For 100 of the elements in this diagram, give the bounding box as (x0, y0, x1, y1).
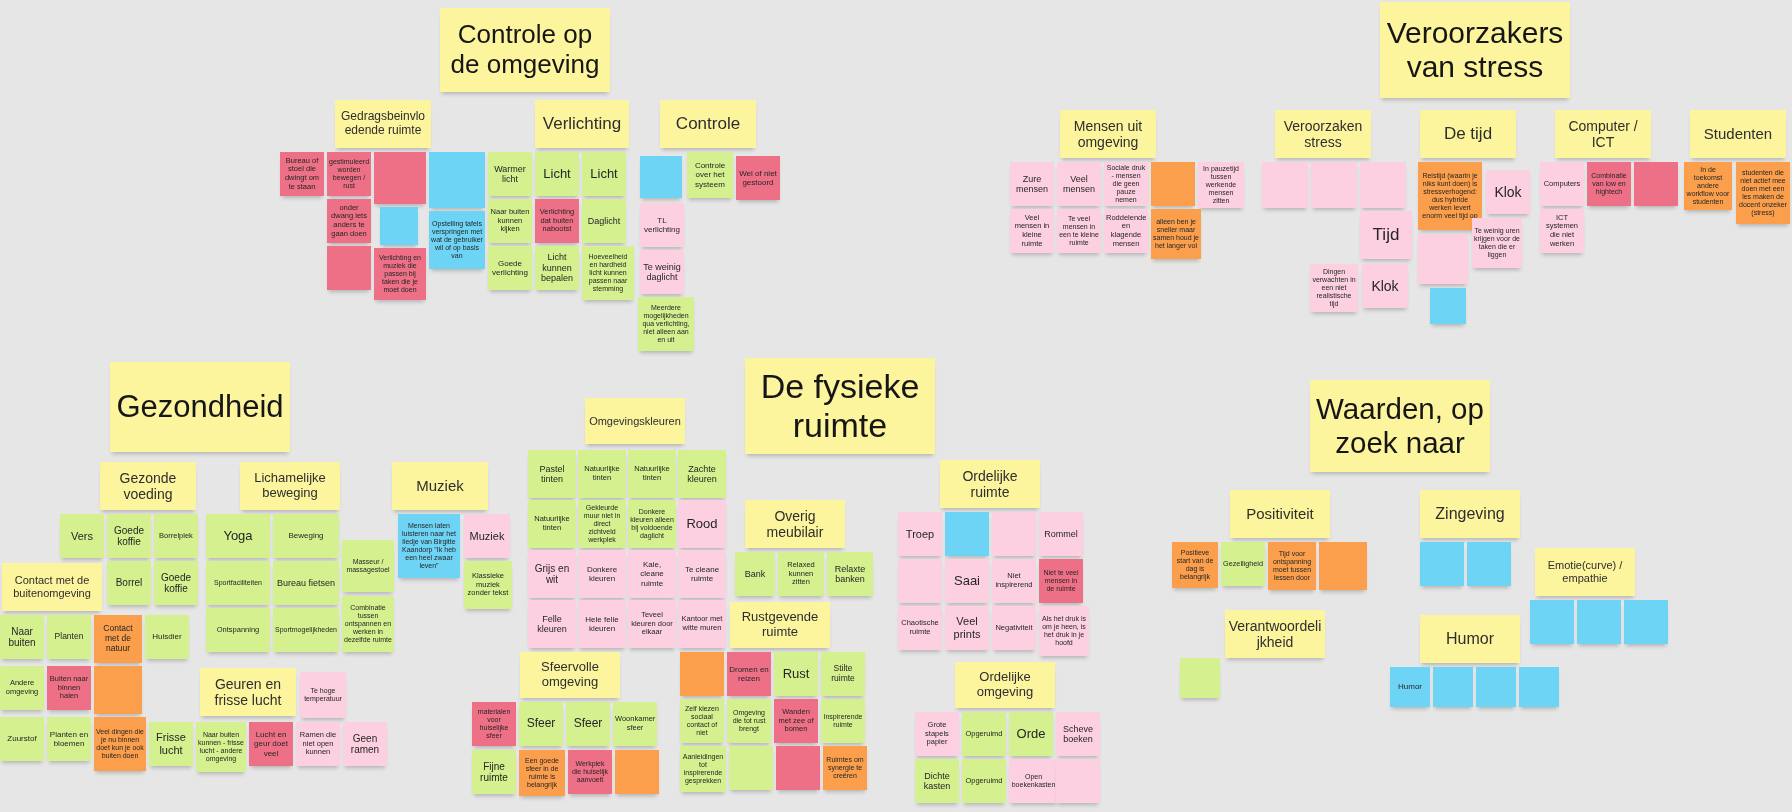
sticky-note (1360, 211, 1412, 259)
sticky-note (992, 606, 1036, 650)
sticky-note (107, 514, 151, 558)
sticky-note (488, 246, 532, 290)
sticky-note (1057, 162, 1101, 206)
heading-sticky-note (1060, 110, 1156, 158)
note-text: Veel prints (952, 615, 982, 641)
sticky-note (488, 152, 532, 196)
sticky-note (528, 600, 576, 648)
title-text: Waarden, op zoek naar (1316, 392, 1484, 460)
sticky-note (464, 561, 512, 609)
sticky-note (1430, 288, 1466, 324)
title-text: Controle op de omgeving (449, 20, 601, 80)
sticky-note (94, 717, 146, 771)
sticky-note (488, 199, 532, 243)
note-text: Klok (1494, 183, 1522, 201)
sticky-note (107, 561, 151, 605)
note-text: Borrel (115, 577, 143, 589)
sticky-note (60, 514, 104, 558)
sticky-note (528, 500, 576, 548)
note-text: Yoga (223, 528, 253, 544)
sticky-note (628, 450, 676, 498)
note-text: Huisdier (152, 632, 182, 642)
sticky-note (94, 615, 142, 663)
note-text: Vers (71, 529, 93, 543)
sticky-note (582, 152, 626, 196)
note-text: Naar buiten (7, 625, 37, 649)
sticky-note (1319, 542, 1367, 590)
sticky-note (1180, 658, 1220, 698)
sticky-note (1010, 162, 1054, 206)
title-sticky-note (1380, 2, 1570, 98)
heading-text: Gedragsbeinvloedende ruimte (339, 110, 427, 138)
heading-sticky-note (100, 462, 196, 510)
sticky-note (640, 250, 684, 294)
note-text: Hele felle kleuren (584, 614, 620, 634)
sticky-note (1056, 712, 1100, 756)
note-text: Scheve boeken (1062, 723, 1094, 745)
note-text: Bank (744, 568, 766, 580)
sticky-note (578, 600, 626, 648)
sticky-note (0, 666, 44, 710)
note-text: Dromen en reizen (729, 664, 769, 684)
heading-sticky-note (940, 460, 1040, 508)
sticky-note (327, 246, 371, 290)
heading-text: Geuren en frisse lucht (213, 675, 283, 709)
sticky-note (898, 606, 942, 650)
heading-text: Computer / ICT (1567, 117, 1639, 151)
note-text: Sfeer (526, 717, 556, 731)
sticky-note (342, 540, 394, 592)
sticky-note (429, 152, 485, 208)
sticky-note (47, 666, 91, 710)
sticky-note (613, 702, 657, 746)
heading-text: Rustgevende ruimte (740, 610, 820, 640)
sticky-note (1472, 218, 1522, 268)
sticky-note (1151, 209, 1201, 259)
sticky-note (273, 561, 339, 605)
sticky-note (823, 746, 867, 790)
heading-text: Gezonde voeding (118, 469, 178, 503)
heading-text: Verantwoordelijkheid (1228, 617, 1322, 651)
sticky-note (945, 512, 989, 556)
sticky-note (1009, 759, 1058, 803)
sticky-note (1009, 712, 1053, 756)
note-text: Rood (686, 516, 718, 532)
sticky-note (821, 699, 865, 743)
heading-sticky-note (660, 100, 756, 148)
sticky-note (273, 608, 339, 652)
sticky-note (1221, 542, 1265, 586)
heading-sticky-note (535, 100, 629, 148)
heading-text: Studenten (1703, 125, 1773, 143)
sticky-note (566, 702, 610, 746)
sticky-note (680, 746, 726, 792)
sticky-note (296, 722, 340, 766)
heading-sticky-note (240, 462, 340, 510)
note-text: Frisse lucht (155, 731, 187, 757)
sticky-note (1519, 667, 1559, 707)
note-text: Goede koffie (113, 524, 145, 548)
note-text: Bureau fietsen (276, 577, 335, 589)
heading-text: Zingeving (1435, 504, 1505, 524)
heading-text: Verlichting (542, 114, 622, 134)
sticky-note (206, 561, 270, 605)
note-text: Warmer licht (493, 163, 527, 185)
sticky-note (729, 746, 773, 790)
sticky-note (528, 450, 576, 498)
sticky-note (1418, 234, 1468, 284)
sticky-note (680, 652, 724, 696)
sticky-note (962, 712, 1006, 756)
sticky-note (47, 717, 91, 761)
sticky-note (582, 246, 634, 300)
sticky-note (47, 615, 91, 659)
note-text: Goede verlichting (491, 258, 529, 278)
sticky-note (0, 615, 44, 659)
sticky-note (154, 561, 198, 605)
sticky-note (640, 203, 684, 247)
heading-sticky-note (200, 668, 296, 716)
sticky-note (678, 500, 726, 548)
heading-text: Emotie(curve) / empathie (1546, 559, 1624, 585)
sticky-note (638, 297, 694, 351)
note-text: Wel of niet gestoord (738, 168, 778, 188)
sticky-note (628, 600, 676, 648)
note-text: Orde (1016, 726, 1046, 742)
sticky-note (1172, 542, 1218, 588)
